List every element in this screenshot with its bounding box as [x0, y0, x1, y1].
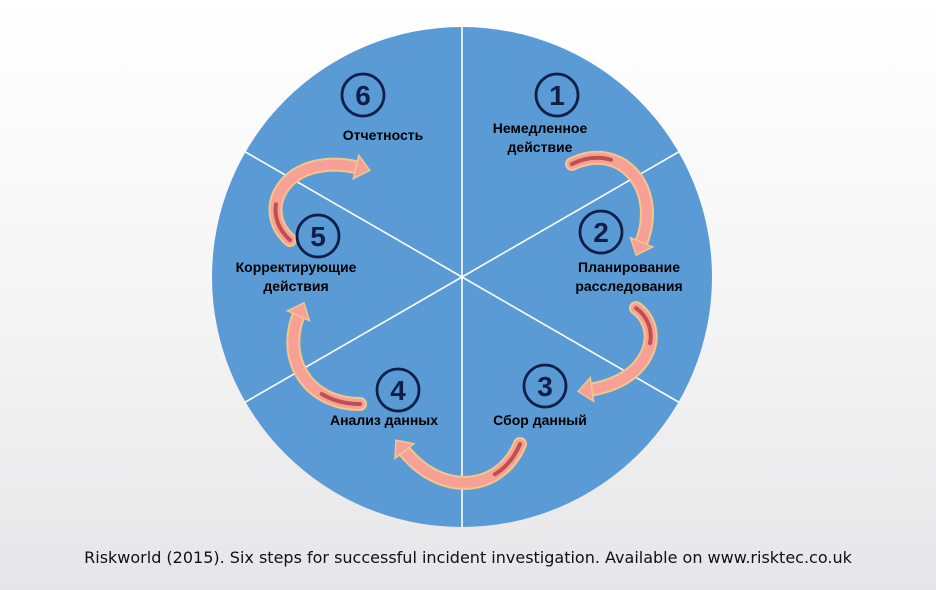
- step-label-line: действия: [263, 278, 328, 294]
- arrow-4-to-5: [285, 301, 367, 411]
- segment-divider: [245, 276, 463, 403]
- segment-divider: [245, 151, 463, 278]
- segment-divider: [461, 151, 679, 278]
- step-label-line: Корректирующие: [236, 259, 357, 275]
- arrow-shade: [273, 162, 362, 242]
- step-label-line: Отчетность: [343, 127, 424, 143]
- arrow-shade: [400, 442, 522, 485]
- step-label-line: Немедленное: [493, 120, 588, 136]
- arrow-head: [629, 236, 655, 257]
- arrow-shade: [291, 310, 362, 406]
- step-number-circle: [522, 363, 568, 409]
- step-label-line: Анализ данных: [330, 412, 438, 428]
- step-number: 3: [537, 371, 553, 402]
- arrow-2-to-3: [576, 301, 658, 403]
- cycle-wheel: [212, 27, 712, 527]
- step-number-circle: [534, 72, 580, 118]
- step-label-line: расследования: [575, 278, 682, 294]
- arrow-head: [285, 301, 311, 322]
- arrow-1-to-2: [565, 151, 655, 257]
- segment-divider: [461, 276, 679, 403]
- step-number-circle: [375, 367, 421, 413]
- step-number-circle: [340, 72, 386, 118]
- step-number-circle: [578, 209, 624, 255]
- step-number: 2: [593, 217, 609, 248]
- source-caption: Riskworld (2015). Six steps for successf…: [84, 548, 852, 567]
- arrow-shade: [586, 306, 653, 392]
- step-number: 4: [390, 375, 406, 406]
- step-label-line: действие: [508, 139, 573, 155]
- step-number: 6: [355, 80, 371, 111]
- arrow-head: [576, 375, 595, 403]
- step-label-line: Сбор данный: [493, 412, 587, 428]
- arrow-5-to-6: [268, 153, 371, 247]
- step-number-circle: [295, 213, 341, 259]
- arrow-shade: [570, 156, 649, 248]
- step-label-line: Планирование: [578, 259, 680, 275]
- arrow-head: [352, 153, 371, 181]
- arrow-3-to-4: [394, 437, 527, 490]
- step-number: 1: [549, 80, 565, 111]
- arrow-head: [394, 439, 416, 461]
- step-number: 5: [310, 221, 326, 252]
- cycle-arrows: [268, 151, 658, 490]
